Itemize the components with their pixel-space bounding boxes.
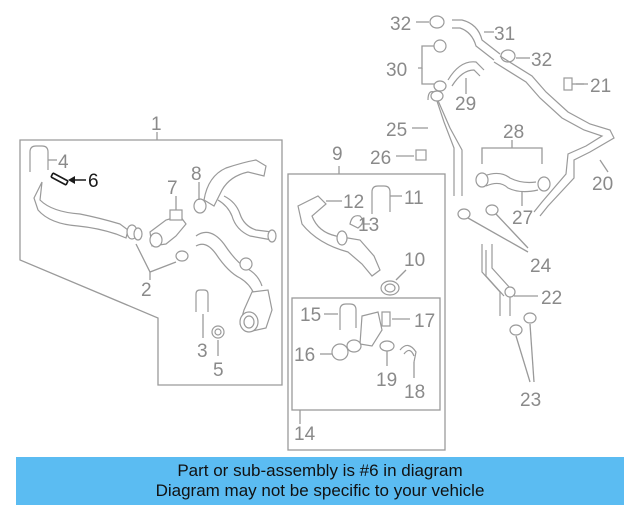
part-13-clamp [349, 215, 364, 229]
coolant-hose-main [33, 181, 129, 239]
info-banner: Part or sub-assembly is #6 in diagram Di… [16, 457, 624, 505]
part-31-pipe [452, 19, 501, 55]
callout-27: 27 [512, 208, 533, 229]
part-15-clip [339, 303, 357, 330]
part-11-clip [371, 185, 391, 214]
callout-20: 20 [592, 174, 613, 195]
callout-21: 21 [590, 76, 611, 97]
part-8-hose [203, 159, 267, 207]
part-24-fitting-b [485, 204, 499, 216]
coolant-hose-upper [217, 199, 273, 241]
callout-1: 1 [151, 114, 162, 135]
callout-4: 4 [58, 152, 69, 173]
callout-11: 11 [404, 188, 424, 209]
part-24-fitting-a [457, 208, 471, 220]
callout-19: 19 [376, 370, 397, 391]
part-22-pipe [481, 244, 501, 316]
part-12-hose [297, 195, 381, 277]
callout-15: 15 [300, 305, 321, 326]
banner-line-2: Diagram may not be specific to your vehi… [155, 481, 485, 500]
parts-diagram: 1 4 6 7 2 8 3 5 [19, 14, 615, 451]
callout-6: 6 [88, 171, 99, 192]
callout-5: 5 [213, 360, 224, 381]
part-19-oring [379, 340, 395, 352]
part-27-hose [483, 172, 537, 184]
callout-24: 24 [530, 256, 552, 277]
part-29-hose [447, 61, 485, 81]
group-9-frame [287, 173, 446, 451]
banner-line-1: Part or sub-assembly is #6 in diagram [177, 461, 463, 480]
callout-26: 26 [370, 148, 391, 169]
part-26-bolt [415, 149, 427, 161]
part-20-pipe [499, 55, 615, 217]
part-32-fitting-b [500, 49, 516, 63]
part-18-clip [399, 344, 417, 363]
part-4-clip [29, 145, 49, 172]
part-32-fitting-a [429, 15, 445, 29]
callout-28: 28 [503, 122, 524, 143]
callout-25: 25 [386, 120, 407, 141]
part-23-fitting-b [523, 312, 537, 324]
callout-23: 23 [520, 390, 541, 411]
callout-31: 31 [494, 24, 515, 45]
callout-9: 9 [332, 144, 343, 165]
callout-13: 13 [358, 215, 379, 236]
part-16-cap [331, 343, 349, 361]
callout-10: 10 [404, 250, 425, 271]
callout-29: 29 [455, 94, 476, 115]
callout-12: 12 [343, 192, 364, 213]
part-3-clip [195, 289, 209, 312]
group-14-frame [291, 297, 441, 411]
callout-32b: 32 [531, 50, 552, 71]
part-17-fitting [359, 311, 383, 347]
callout-18: 18 [404, 382, 425, 403]
callout-22: 22 [541, 288, 562, 309]
callout-14: 14 [294, 424, 316, 445]
callout-16: 16 [294, 345, 315, 366]
callout-17: 17 [414, 311, 435, 332]
coolant-hose-lower [195, 231, 263, 287]
callout-32a: 32 [390, 14, 411, 35]
callout-7: 7 [167, 178, 178, 199]
callout-8: 8 [191, 164, 202, 185]
part-6-hose-highlighted [50, 172, 69, 186]
callout-2: 2 [141, 280, 152, 301]
group-1-frame [19, 139, 283, 386]
part-23-fitting-a [509, 324, 523, 336]
callout-3: 3 [197, 341, 208, 362]
callout-30: 30 [386, 60, 407, 81]
part-25-pipe [427, 91, 455, 196]
